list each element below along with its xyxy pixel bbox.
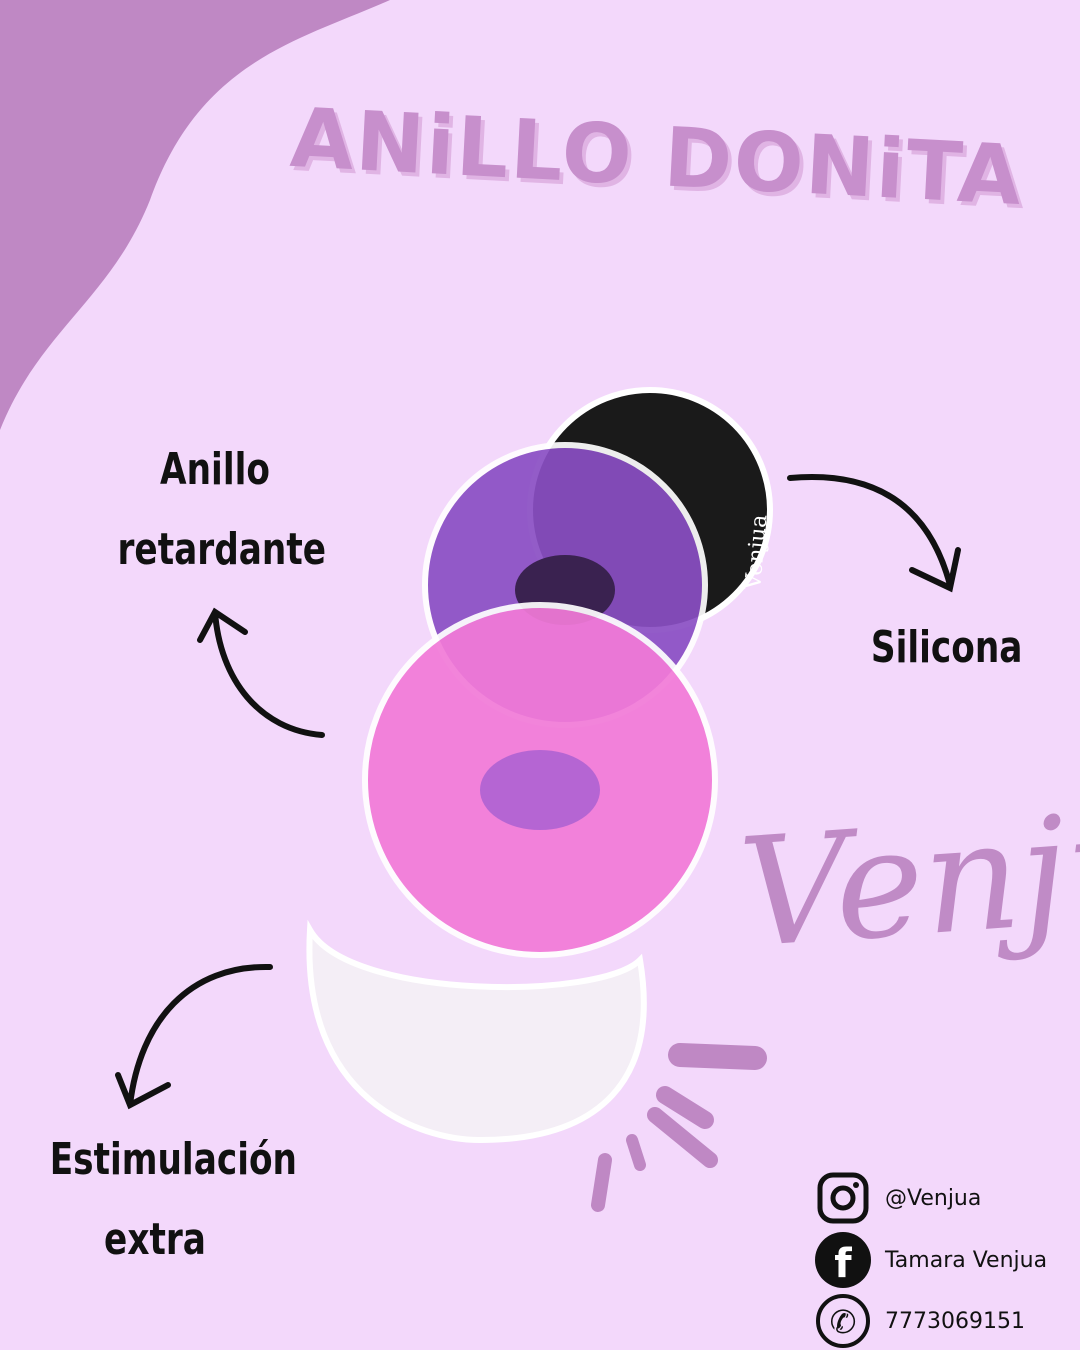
brand-signature: Venjua xyxy=(734,772,1080,982)
svg-text:f: f xyxy=(834,1241,852,1287)
product-rings xyxy=(306,387,773,1144)
arrow-anillo xyxy=(197,607,325,738)
phone-icon: ✆ xyxy=(815,1293,871,1349)
ring-clear xyxy=(306,919,647,1144)
phone-number: 7773069151 xyxy=(885,1308,1025,1334)
product-stamp: Venjua xyxy=(741,513,773,591)
svg-text:✆: ✆ xyxy=(830,1303,857,1341)
label-line: retardante xyxy=(117,524,327,575)
label-estimulacion-extra: Estimulación extra xyxy=(49,1120,297,1280)
instagram-handle: @Venjua xyxy=(885,1185,982,1211)
corner-blob xyxy=(0,0,390,430)
sparkle-strokes xyxy=(591,1043,767,1212)
contact-instagram[interactable]: @Venjua xyxy=(815,1170,981,1226)
arrows xyxy=(115,474,961,1110)
contact-phone[interactable]: ✆ 7773069151 xyxy=(815,1293,1025,1349)
facebook-icon: f xyxy=(815,1232,871,1288)
label-line: Anillo xyxy=(160,444,270,495)
arrow-estimulacion xyxy=(115,963,273,1110)
label-silicona: Silicona xyxy=(870,622,1023,673)
contact-facebook[interactable]: f Tamara Venjua xyxy=(815,1232,1047,1288)
facebook-name: Tamara Venjua xyxy=(885,1247,1048,1273)
label-line: Estimulación xyxy=(49,1134,297,1185)
label-line: extra xyxy=(104,1214,206,1265)
instagram-icon xyxy=(815,1170,871,1226)
arrow-silicona xyxy=(787,474,961,593)
label-anillo-retardante: Anillo retardante xyxy=(117,430,327,590)
